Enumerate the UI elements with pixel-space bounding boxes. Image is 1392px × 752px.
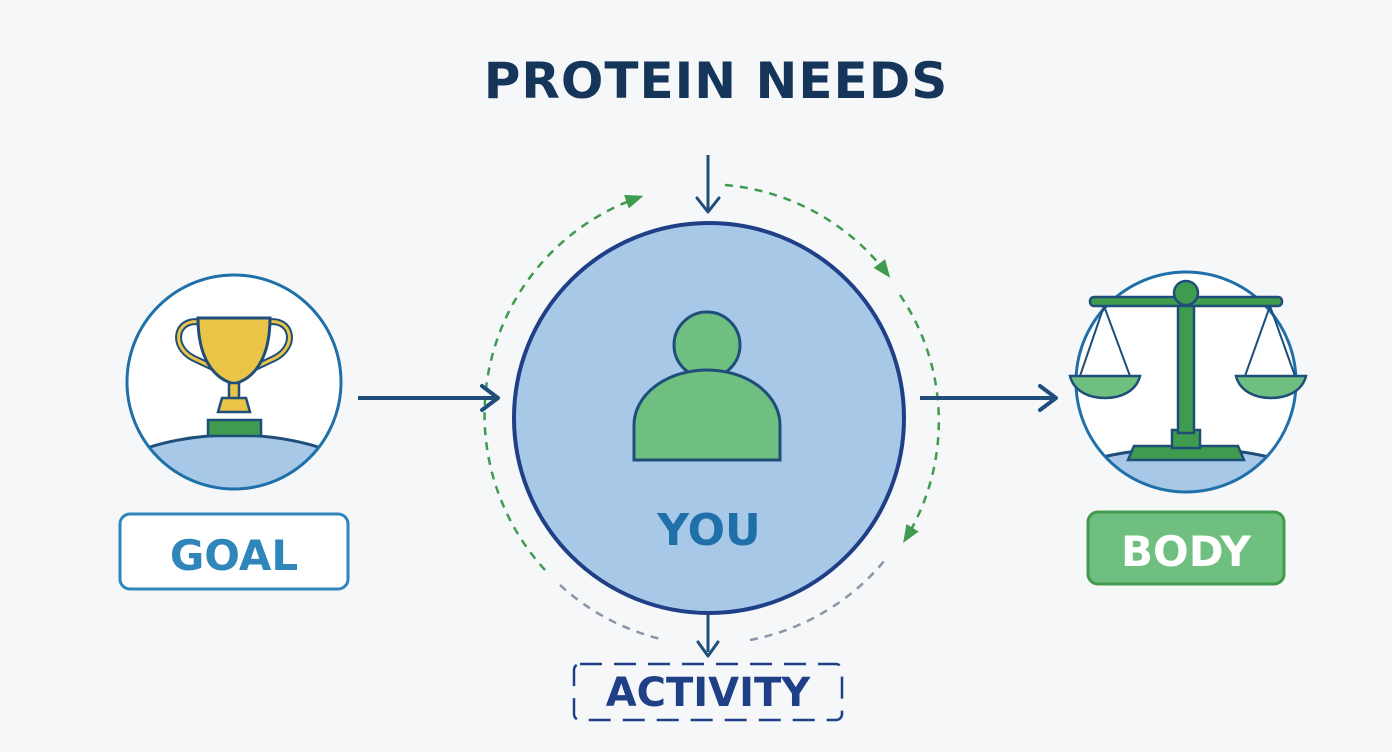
- goal-label: GOAL: [170, 531, 298, 580]
- goal-arrow: [358, 384, 500, 412]
- goal-label-box: GOAL: [118, 512, 350, 591]
- cycle-arcs: [483, 183, 941, 642]
- center-node: YOU: [512, 221, 906, 615]
- body-arrow: [920, 384, 1058, 412]
- trophy-icon: [175, 316, 293, 438]
- activity-label: ACTIVITY: [606, 670, 812, 716]
- diagram-title: PROTEIN NEEDS: [484, 52, 948, 110]
- center-label: YOU: [656, 505, 760, 556]
- bottom-arrow: [696, 614, 720, 658]
- activity-label-box: ACTIVITY: [572, 662, 844, 722]
- balance-scale-icon: [1068, 279, 1308, 462]
- body-label-box: BODY: [1086, 510, 1286, 586]
- body-label: BODY: [1121, 527, 1252, 576]
- person-icon: [632, 310, 782, 462]
- top-arrow: [695, 155, 721, 214]
